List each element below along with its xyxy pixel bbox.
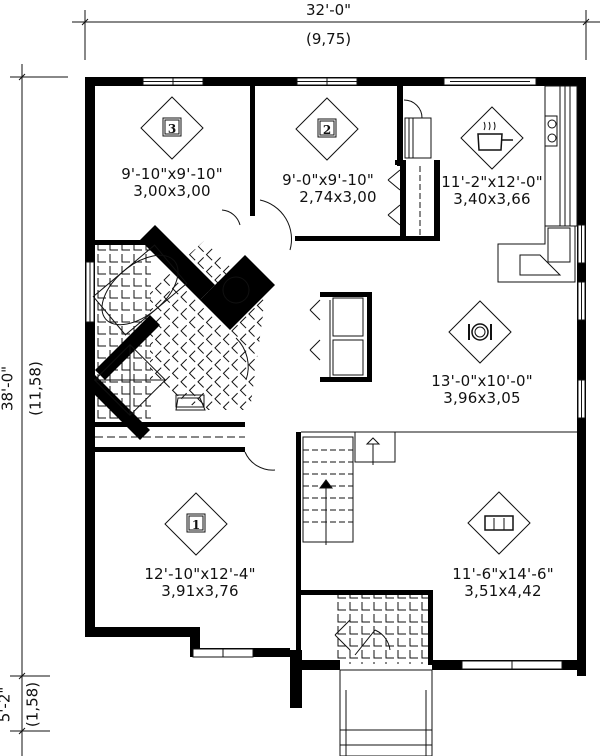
room-size-imperial: 11'-6"x14'-6" (452, 565, 554, 583)
width-imperial-label: 32'-0" (306, 1, 352, 19)
room-size-imperial: 11'-2"x12'-0" (441, 173, 543, 191)
sofa-icon (467, 491, 531, 555)
svg-text:2: 2 (323, 123, 331, 137)
room-size-metric: 3,40x3,66 (453, 190, 531, 208)
room-living-size: 11'-6"x14'-6" 3,51x4,42 (428, 566, 578, 600)
dimension-lines (10, 10, 600, 756)
room-size-metric: 3,96x3,05 (443, 389, 521, 407)
room-size-metric: 3,91x3,76 (161, 582, 239, 600)
room-size-metric: 2,74x3,00 (299, 188, 377, 206)
bed-2-icon: 2 (295, 97, 359, 161)
svg-text:3: 3 (168, 122, 176, 136)
cooking-pot-icon (460, 106, 524, 170)
bed-3-icon: 3 (140, 96, 204, 160)
room-size-metric: 3,51x4,42 (464, 582, 542, 600)
porch-metric-label: (1,58) (23, 681, 42, 728)
windows (85, 77, 586, 670)
bed-1-icon: 1 (164, 492, 228, 556)
room-size-imperial: 12'-10"x12'-4" (144, 565, 256, 583)
room-kitchen-size: 11'-2"x12'-0" 3,40x3,66 (432, 174, 552, 208)
room-size-imperial: 9'-10"x9'-10" (121, 165, 223, 183)
fixtures (92, 85, 578, 756)
room-bedroom-3-size: 9'-10"x9'-10" 3,00x3,00 (102, 166, 242, 200)
porch-imperial-label: 5'-2" (0, 686, 14, 723)
room-size-imperial: 13'-0"x10'-0" (431, 372, 533, 390)
depth-imperial-label: 38'-0" (0, 365, 17, 412)
room-bedroom-2-size: 9'-0"x9'-10" 2,74x3,00 (258, 172, 398, 206)
room-bedroom-1-size: 12'-10"x12'-4" 3,91x3,76 (120, 566, 280, 600)
room-dining-size: 13'-0"x10'-0" 3,96x3,05 (412, 373, 552, 407)
room-size-metric: 3,00x3,00 (133, 182, 211, 200)
room-size-imperial: 9'-0"x9'-10" (282, 171, 374, 189)
depth-metric-label: (11,58) (26, 361, 45, 416)
plate-fork-knife-icon (448, 300, 512, 364)
svg-text:1: 1 (192, 518, 200, 532)
width-metric-label: (9,75) (306, 30, 352, 48)
